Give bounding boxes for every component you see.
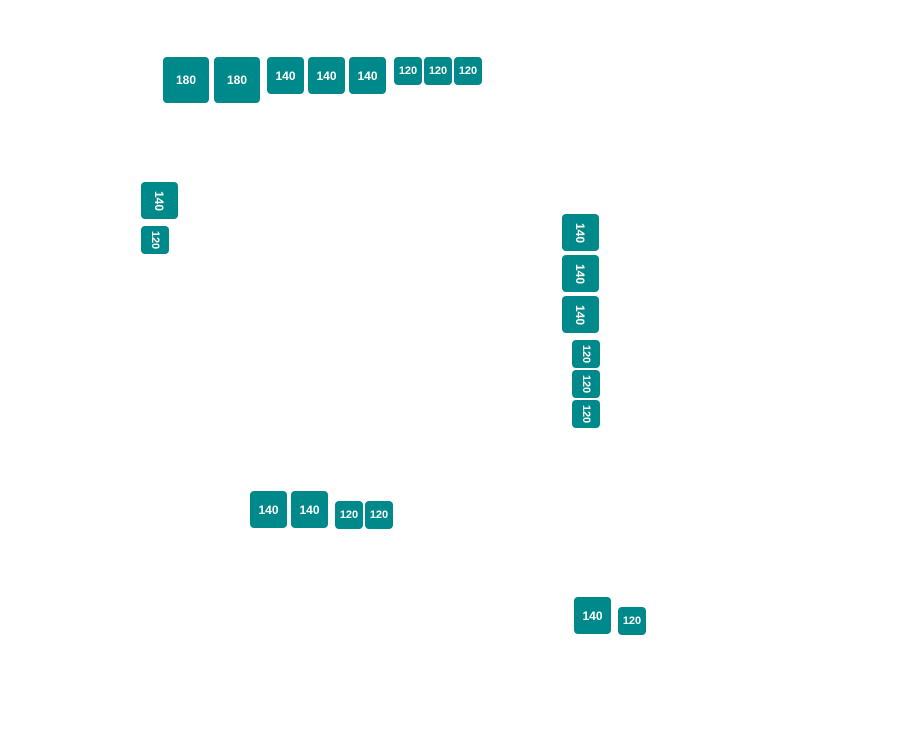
tile-140[interactable]: 140: [267, 57, 304, 94]
tile-140[interactable]: 140: [562, 255, 599, 292]
tile-120[interactable]: 120: [141, 226, 169, 254]
tile-label: 120: [579, 374, 592, 394]
tile-label: 120: [458, 65, 478, 77]
tile-label: 120: [622, 615, 642, 627]
tile-label: 140: [299, 502, 320, 517]
tile-140[interactable]: 140: [141, 182, 178, 219]
tile-120[interactable]: 120: [335, 501, 363, 529]
tile-120[interactable]: 120: [454, 57, 482, 85]
tile-label: 120: [339, 509, 359, 521]
tile-120[interactable]: 120: [572, 370, 600, 398]
tile-label: 120: [579, 344, 592, 364]
tile-label: 140: [258, 502, 279, 517]
tile-120[interactable]: 120: [572, 340, 600, 368]
tile-label: 140: [573, 263, 588, 284]
tile-label: 140: [275, 68, 296, 83]
tile-140[interactable]: 140: [562, 296, 599, 333]
tile-140[interactable]: 140: [291, 491, 328, 528]
tile-label: 120: [369, 509, 389, 521]
tile-label: 140: [316, 68, 337, 83]
tile-120[interactable]: 120: [424, 57, 452, 85]
tile-140[interactable]: 140: [308, 57, 345, 94]
tile-label: 140: [573, 222, 588, 243]
tile-label: 180: [226, 73, 248, 87]
tile-140[interactable]: 140: [250, 491, 287, 528]
tile-120[interactable]: 120: [618, 607, 646, 635]
tile-label: 120: [398, 65, 418, 77]
tile-180[interactable]: 180: [163, 57, 209, 103]
tile-label: 120: [579, 404, 592, 424]
tile-120[interactable]: 120: [572, 400, 600, 428]
tile-label: 140: [582, 608, 603, 623]
tile-140[interactable]: 140: [574, 597, 611, 634]
tile-label: 140: [357, 68, 378, 83]
tile-120[interactable]: 120: [394, 57, 422, 85]
tile-label: 120: [428, 65, 448, 77]
tile-120[interactable]: 120: [365, 501, 393, 529]
tile-label: 120: [148, 230, 161, 250]
tile-label: 140: [573, 304, 588, 325]
tile-140[interactable]: 140: [562, 214, 599, 251]
tile-label: 140: [152, 190, 167, 211]
tile-180[interactable]: 180: [214, 57, 260, 103]
tile-140[interactable]: 140: [349, 57, 386, 94]
tile-label: 180: [175, 73, 197, 87]
